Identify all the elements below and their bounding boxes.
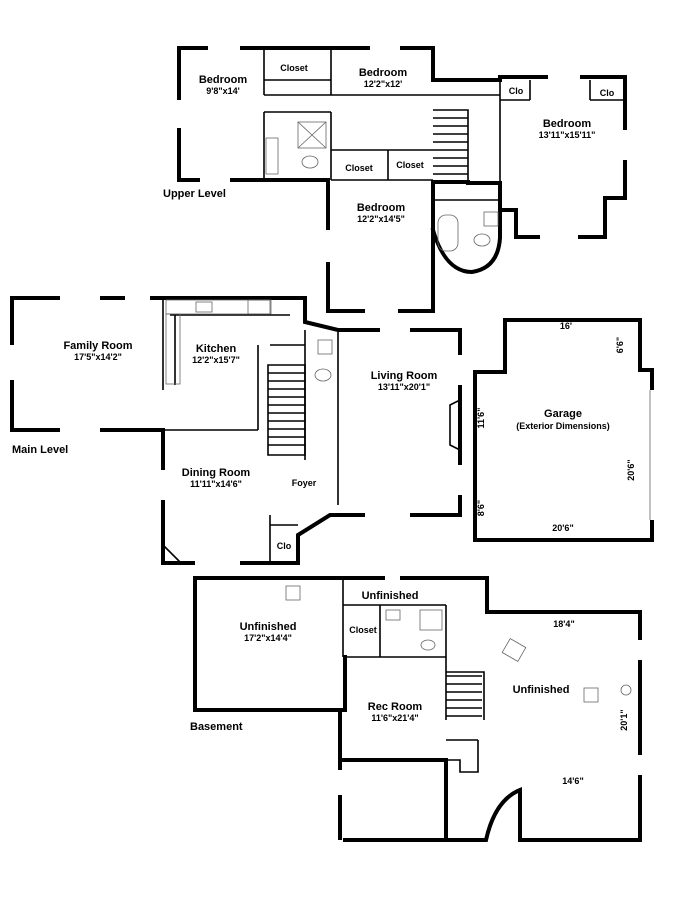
upper-clo-2-label: Clo	[600, 88, 615, 98]
garage-outer-wall	[473, 318, 654, 542]
basement-unfinished-e-dim-top: 18'4"	[553, 619, 574, 629]
fireplace	[449, 399, 461, 451]
upper-bedroom-n-dims: 12'2"x12'	[364, 79, 403, 89]
upper-level-plan	[176, 45, 628, 314]
family-room-name: Family Room	[63, 340, 132, 352]
upper-outer-wall	[177, 46, 627, 313]
garage-note: (Exterior Dimensions)	[516, 421, 610, 431]
basement-fixtures	[285, 585, 632, 703]
garage-dim-bottom: 20'6"	[552, 523, 573, 533]
upper-bedroom-e-name: Bedroom	[543, 118, 592, 130]
garage-dim-left-lower: 8'6"	[476, 500, 486, 516]
kitchen-dims: 12'2"x15'7"	[192, 355, 240, 365]
living-room-dims: 13'11"x20'1"	[378, 382, 430, 392]
basement-unfinished-n-name: Unfinished	[362, 590, 419, 602]
upper-bedroom-nw-dims: 9'8"x14'	[206, 86, 240, 96]
dining-room-name: Dining Room	[182, 467, 251, 479]
basement-plan	[193, 575, 643, 842]
upper-bedroom-e-dims: 13'11"x15'11"	[539, 130, 596, 140]
upper-bedroom-s-name: Bedroom	[357, 202, 406, 214]
garage-name: Garage	[544, 408, 582, 420]
living-room-name: Living Room	[371, 370, 438, 382]
upper-bath-fixtures	[265, 121, 499, 252]
basement-label: Basement	[190, 721, 243, 733]
rec-room-dims: 11'6"x21'4"	[371, 713, 418, 723]
upper-bay-wall	[430, 210, 502, 275]
garage-plan	[473, 318, 655, 542]
upper-level-label: Upper Level	[163, 188, 226, 200]
garage-dim-left-upper: 11'6"	[476, 408, 486, 429]
main-interior-walls	[162, 298, 339, 564]
upper-closet-b-label: Closet	[345, 163, 373, 173]
upper-clo-1-label: Clo	[509, 86, 524, 96]
basement-core-wall	[338, 655, 448, 842]
upper-bedroom-s-dims: 12'2"x14'5"	[357, 214, 405, 224]
basement-unfinished-w-dims: 17'2"x14'4"	[244, 633, 292, 643]
garage-dim-right: 20'6"	[626, 459, 636, 480]
main-stairs	[267, 364, 306, 456]
main-windows	[9, 295, 463, 566]
upper-stairs	[433, 109, 469, 184]
kitchen-name: Kitchen	[196, 343, 237, 355]
upper-bedroom-n-name: Bedroom	[359, 67, 408, 79]
upper-interior-walls	[263, 48, 625, 230]
basement-interior-walls	[342, 578, 485, 773]
garage-dim-top-right: 6'6"	[615, 337, 625, 353]
main-bath-fixtures	[314, 339, 333, 382]
basement-unfinished-e-dim-bottom: 14'6"	[562, 776, 583, 786]
basement-windows	[337, 575, 643, 795]
basement-unfinished-e-dim-right: 20'1"	[619, 709, 629, 730]
main-level-label: Main Level	[12, 444, 68, 456]
basement-outer-wall	[193, 576, 642, 842]
foyer-label: Foyer	[292, 478, 317, 488]
dining-room-dims: 11'11"x14'6"	[190, 479, 242, 489]
basement-stairs	[446, 675, 482, 717]
upper-closet-a-label: Closet	[280, 63, 308, 73]
basement-unfinished-w-name: Unfinished	[240, 621, 297, 633]
main-clo-label: Clo	[277, 541, 292, 551]
garage-dim-top: 16'	[560, 321, 572, 331]
upper-bedroom-nw-name: Bedroom	[199, 74, 248, 86]
rec-room-name: Rec Room	[368, 701, 423, 713]
kitchen-counters	[165, 299, 272, 385]
basement-closet-label: Closet	[349, 625, 377, 635]
basement-unfinished-e-name: Unfinished	[513, 684, 570, 696]
upper-windows	[176, 45, 628, 314]
main-level-plan	[9, 295, 463, 566]
upper-closet-c-label: Closet	[396, 160, 424, 170]
family-room-dims: 17'5"x14'2"	[74, 352, 122, 362]
